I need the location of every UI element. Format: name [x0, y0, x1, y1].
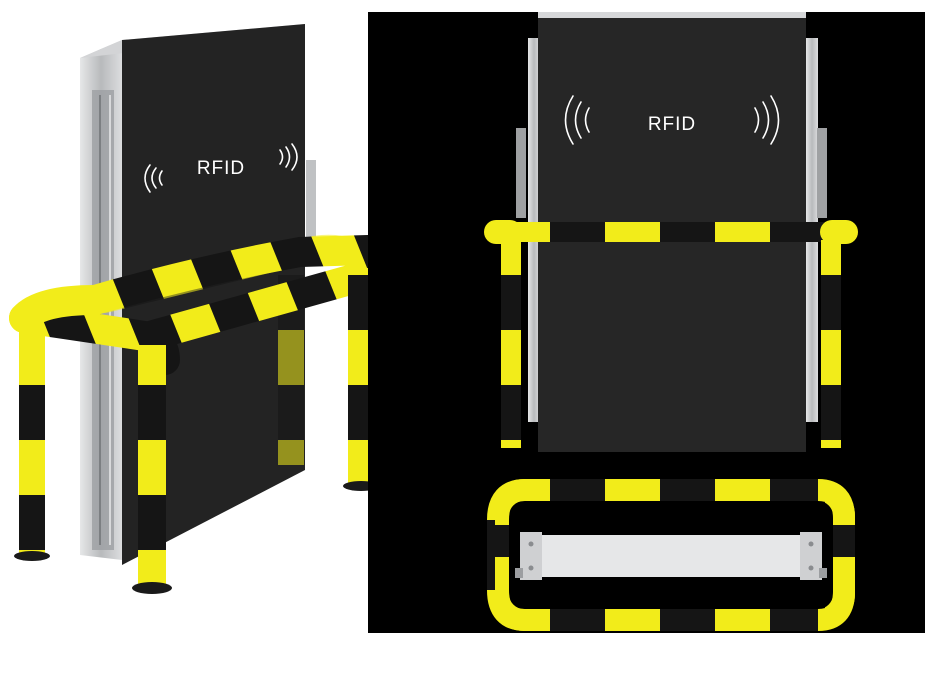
rfid-signal-right-icon — [279, 143, 298, 171]
front-post-right — [821, 240, 841, 448]
front-top-cap — [538, 12, 806, 22]
front-left-post — [19, 330, 45, 555]
rfid-signal-left-icon — [144, 164, 163, 193]
front-view: RFID — [484, 12, 858, 452]
side-bracket — [306, 160, 316, 250]
rfid-label: RFID — [197, 158, 245, 179]
front-rfid-signal-left-icon — [564, 95, 590, 145]
front-guard-rail — [500, 222, 850, 242]
front-rfid-signal-right-icon — [754, 95, 780, 145]
front-right-post — [138, 345, 166, 585]
isometric-view: RFID — [9, 24, 384, 594]
top-view-base-plate — [520, 535, 822, 577]
antenna-panel — [122, 24, 305, 565]
front-rfid-label: RFID — [648, 114, 696, 135]
front-post-left — [501, 240, 521, 448]
top-view — [487, 479, 855, 631]
